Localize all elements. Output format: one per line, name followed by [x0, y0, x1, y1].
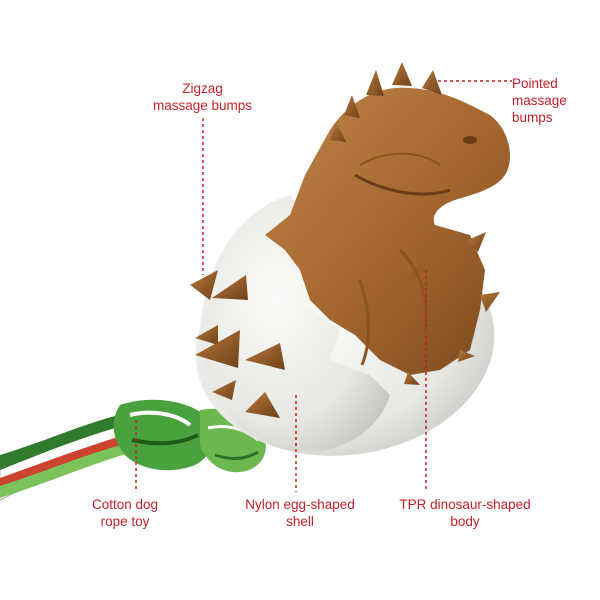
- label-nylon-egg-shell: Nylon egg-shaped shell: [220, 496, 380, 530]
- label-cotton-rope-toy: Cotton dog rope toy: [70, 496, 180, 530]
- label-tpr-dinosaur-body: TPR dinosaur-shaped body: [380, 496, 550, 530]
- label-line: massage: [512, 93, 567, 108]
- label-line: body: [450, 514, 480, 529]
- label-line: Zigzag: [182, 81, 223, 96]
- label-line: Nylon egg-shaped: [245, 497, 355, 512]
- label-pointed-massage-bumps: Pointed massage bumps: [512, 75, 597, 126]
- label-line: Cotton dog: [91, 497, 159, 512]
- label-line: massage bumps: [152, 98, 253, 113]
- label-line: rope toy: [100, 514, 150, 529]
- label-line: shell: [286, 514, 314, 529]
- label-line: TPR dinosaur-shaped: [399, 497, 531, 512]
- zigzag-massage-bumps: [190, 270, 285, 418]
- tpr-dinosaur-body: [265, 62, 510, 385]
- label-line: bumps: [512, 110, 553, 125]
- label-zigzag-massage-bumps: Zigzag massage bumps: [140, 80, 265, 114]
- label-line: Pointed: [512, 76, 558, 91]
- leader-lines: [135, 80, 512, 492]
